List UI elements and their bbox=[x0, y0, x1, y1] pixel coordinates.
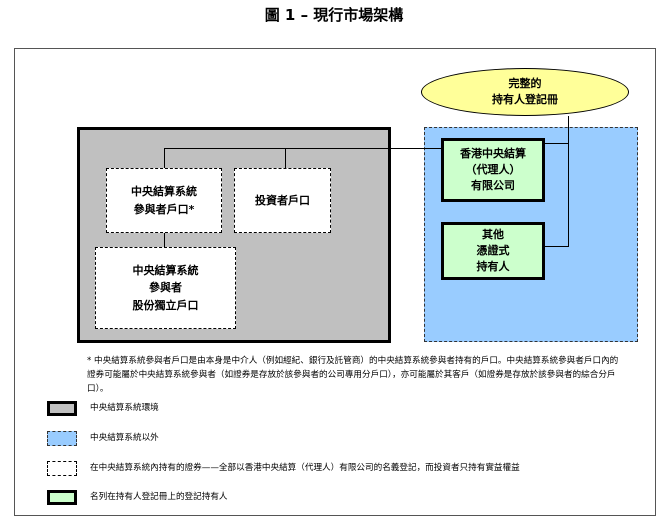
legend-swatch-dashed bbox=[47, 461, 77, 476]
connector-mid-vertical bbox=[285, 148, 286, 168]
legend-swatch-gray bbox=[47, 401, 77, 416]
ccass-participant-account-box: 中央結算系統 參與者戶口* bbox=[106, 168, 222, 233]
connector-to-hkscc bbox=[545, 143, 569, 144]
connector-right-vertical bbox=[568, 116, 569, 247]
legend-text-blue: 中央結算系統以外 bbox=[90, 433, 159, 443]
page-title: 圖 1 – 現行市場架構 bbox=[264, 6, 404, 24]
other-certificated-holders-box: 其他 憑證式 持有人 bbox=[441, 222, 545, 280]
investor-account-box: 投資者戶口 bbox=[234, 168, 331, 233]
segregated-account-box: 中央結算系統 參與者 股份獨立戶口 bbox=[95, 247, 236, 329]
connector-left-vertical bbox=[164, 148, 165, 168]
diagram-frame bbox=[14, 48, 656, 516]
legend-swatch-green bbox=[47, 490, 77, 505]
hkscc-nominees-box: 香港中央結算 （代理人） 有限公司 bbox=[441, 138, 545, 202]
legend-text-gray: 中央結算系統環境 bbox=[90, 403, 159, 413]
legend-text-green: 名列在持有人登記冊上的登記持有人 bbox=[90, 492, 228, 502]
connector-top-horizontal bbox=[164, 148, 444, 149]
connector-participant-to-segregated bbox=[164, 233, 165, 247]
footnote: * 中央結算系統參與者戶口是由本身是中介人（例如經紀、銀行及託管商）的中央結算系… bbox=[87, 356, 619, 394]
legend-text-dashed: 在中央結算系統內持有的證券——全部以香港中央結算（代理人）有限公司的名義登記，而… bbox=[90, 463, 520, 473]
legend-swatch-blue bbox=[47, 431, 77, 446]
shareholder-register-ellipse: 完整的 持有人登記冊 bbox=[421, 68, 629, 116]
connector-to-other-holders bbox=[545, 246, 569, 247]
